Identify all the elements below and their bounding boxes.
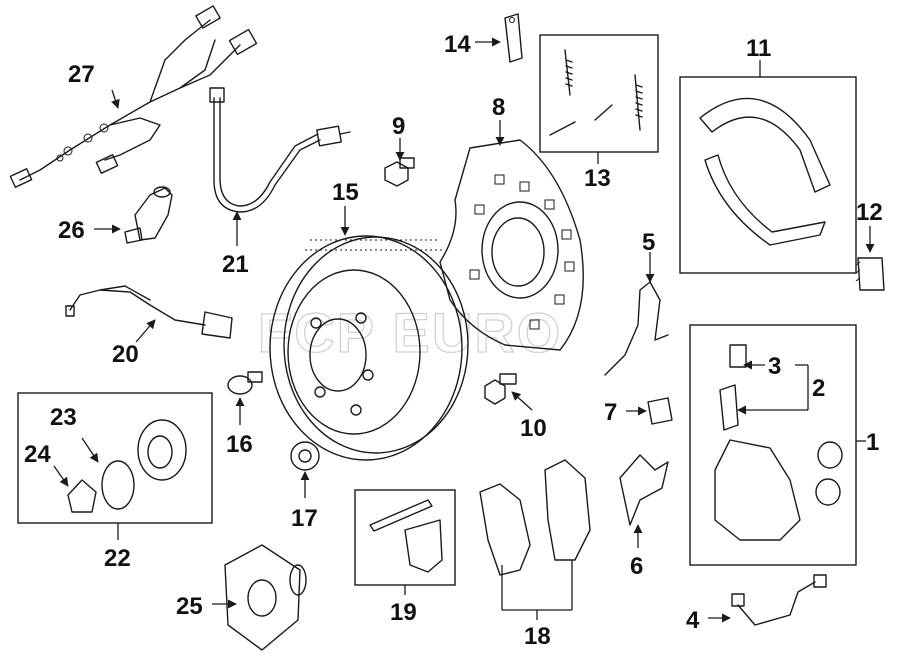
callout-10: 10 (520, 415, 547, 442)
spring-kit-part (549, 49, 643, 136)
callout-20: 20 (112, 341, 139, 368)
brake-line-5-part (604, 281, 669, 376)
callout-12: 12 (856, 199, 883, 226)
wear-sensor-part (65, 285, 233, 339)
bolt-10-part (484, 373, 517, 405)
parking-shoe-box (679, 76, 857, 274)
callout-19: 19 (390, 599, 417, 626)
callout-7: 7 (604, 399, 617, 426)
caliper-box (689, 324, 857, 566)
speed-sensor-part (124, 186, 173, 244)
wiring-harness-part (9, 5, 258, 188)
brake-hose-part (209, 87, 351, 213)
callout-6: 6 (630, 553, 643, 580)
wheel-hub-part (224, 544, 307, 651)
caliper-part (714, 344, 843, 541)
watermark-logo: FCP EURO (258, 301, 562, 364)
callout-3: 3 (768, 353, 781, 380)
callout-18: 18 (524, 623, 551, 650)
callout-25: 25 (176, 593, 203, 620)
callout-5: 5 (642, 229, 655, 256)
callout-1: 1 (866, 429, 879, 456)
clip-7-part (647, 397, 673, 425)
callout-23: 23 (50, 404, 77, 431)
brake-line-4-part (731, 574, 827, 626)
callout-16: 16 (226, 431, 253, 458)
callout-17: 17 (291, 505, 318, 532)
leader-lines (53, 37, 875, 623)
dust-shield-part (439, 139, 584, 351)
callout-11: 11 (746, 35, 771, 62)
bearing-kit-box (17, 392, 213, 524)
bracket-6-part (619, 454, 669, 526)
callout-13: 13 (584, 165, 611, 192)
callout-4: 4 (686, 607, 700, 634)
callout-26: 26 (58, 217, 85, 244)
callout-2: 2 (812, 375, 825, 402)
bracket-14-part (504, 13, 523, 63)
brake-pads-part (479, 459, 591, 576)
callout-15: 15 (332, 179, 359, 206)
pad-hardware-box (354, 489, 456, 586)
bolt-16-part (227, 371, 263, 395)
callout-numbers: 27 26 20 21 15 8 9 14 13 11 12 5 7 6 1 3… (24, 31, 883, 650)
callout-8: 8 (492, 94, 505, 121)
callout-9: 9 (392, 113, 405, 140)
bearing-kit-part (67, 419, 187, 513)
pad-hardware-part (369, 499, 443, 573)
parking-shoe-part (699, 97, 831, 246)
callout-24: 24 (24, 441, 51, 468)
adjuster-12-part (855, 257, 885, 291)
spring-kit-box (539, 34, 659, 153)
callout-27: 27 (68, 61, 95, 88)
brake-rotor-part (269, 235, 469, 461)
callout-21: 21 (222, 251, 249, 278)
callout-14: 14 (444, 31, 471, 58)
plug-17-part (290, 441, 320, 471)
callout-22: 22 (104, 545, 131, 572)
bolt-9-part (384, 157, 415, 187)
